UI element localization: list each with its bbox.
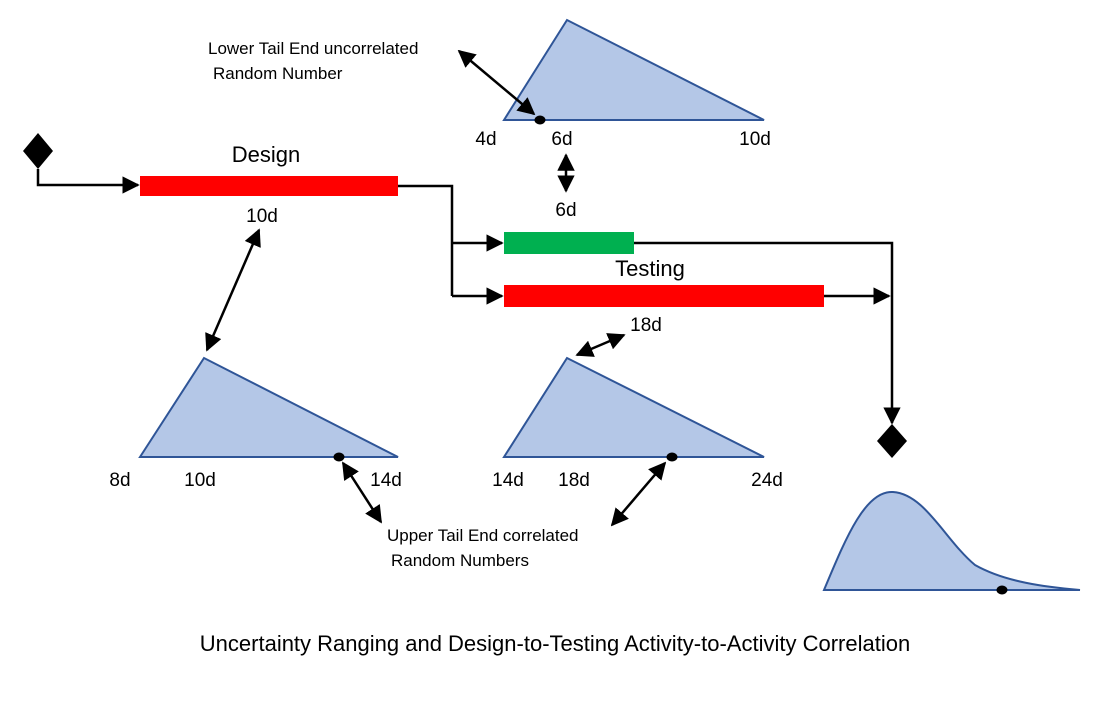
design-max-label: 14d — [370, 470, 402, 491]
testing-max-label: 24d — [751, 470, 783, 491]
testing-duration-label: 18d — [630, 315, 662, 336]
finish-milestone — [877, 424, 907, 458]
result-distribution-curve — [822, 490, 1081, 591]
start-milestone — [23, 133, 53, 169]
result-sample-point — [996, 585, 1008, 595]
start-to-design-connector — [36, 169, 140, 194]
design-distribution-triangle — [138, 356, 399, 458]
design-out-connector — [398, 184, 454, 296]
lower-tail-arrow — [457, 49, 536, 116]
link-arrows — [205, 49, 667, 527]
design-upper-tail-arrow — [341, 461, 383, 524]
parallel-to-finish-connector — [634, 241, 901, 425]
testing-mode-label: 18d — [558, 470, 590, 491]
parallel-max-label: 10d — [739, 129, 771, 150]
testing-sample-point — [666, 452, 678, 462]
testing-min-label: 14d — [492, 470, 524, 491]
testing-label: Testing — [615, 256, 685, 281]
connectors — [36, 169, 901, 425]
design-sample-point — [333, 452, 345, 462]
design-bar — [140, 176, 398, 196]
diagram-caption: Uncertainty Ranging and Design-to-Testin… — [200, 631, 910, 656]
design-label: Design — [232, 142, 300, 167]
testing-distribution-triangle — [502, 356, 765, 458]
lower-tail-note-line2: Random Number — [213, 64, 343, 83]
lower-tail-note-line1: Lower Tail End uncorrelated — [208, 39, 418, 58]
design-duration-arrow — [205, 228, 261, 352]
design-min-label: 8d — [109, 470, 130, 491]
testing-bar — [504, 285, 824, 307]
parallel-min-label: 4d — [475, 129, 496, 150]
parallel-distribution-triangle — [502, 18, 765, 121]
testing-upper-tail-arrow — [610, 461, 667, 527]
parallel-duration-label: 6d — [555, 200, 576, 221]
parallel-sample-point — [534, 115, 546, 125]
upper-tail-note-line2: Random Numbers — [391, 551, 529, 570]
design-duration-label: 10d — [246, 206, 278, 227]
design-mode-label: 10d — [184, 470, 216, 491]
parallel-mode-label: 6d — [551, 129, 572, 150]
parallel-bar — [504, 232, 634, 254]
upper-tail-note-line1: Upper Tail End correlated — [387, 526, 579, 545]
testing-duration-arrow — [575, 333, 626, 357]
